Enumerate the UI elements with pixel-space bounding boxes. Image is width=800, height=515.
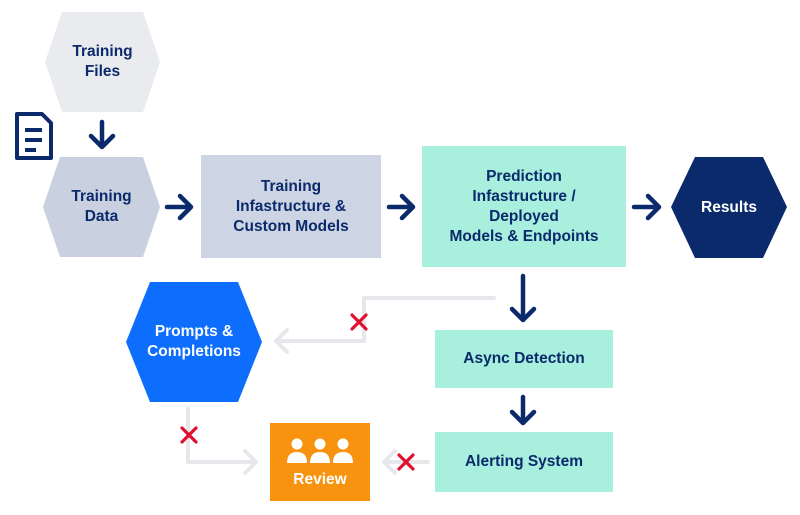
training-data-node xyxy=(43,157,160,257)
training-infrastructure-node xyxy=(201,155,381,258)
training-files-node xyxy=(45,12,160,112)
results-node xyxy=(671,157,787,258)
x-mark-icon xyxy=(397,453,415,471)
x-mark-icon xyxy=(350,313,368,331)
document-icon xyxy=(15,112,53,160)
alerting-system-node xyxy=(435,432,613,492)
people-icon xyxy=(287,438,353,463)
arrow-async-to-alerting xyxy=(509,394,537,426)
async-detection-node xyxy=(435,330,613,388)
arrow-files-to-data xyxy=(88,119,116,150)
arrow-prediction-to-results xyxy=(631,193,662,221)
blocked-path-prompts-to-review xyxy=(186,407,258,475)
prediction-infrastructure-node xyxy=(422,146,626,267)
blocked-path-to-prompts xyxy=(274,296,496,354)
arrow-data-to-training xyxy=(164,193,194,221)
arrow-prediction-to-async xyxy=(509,273,537,323)
x-mark-icon xyxy=(180,426,198,444)
prompts-completions-node xyxy=(126,282,262,402)
arrow-training-to-prediction xyxy=(386,193,416,221)
